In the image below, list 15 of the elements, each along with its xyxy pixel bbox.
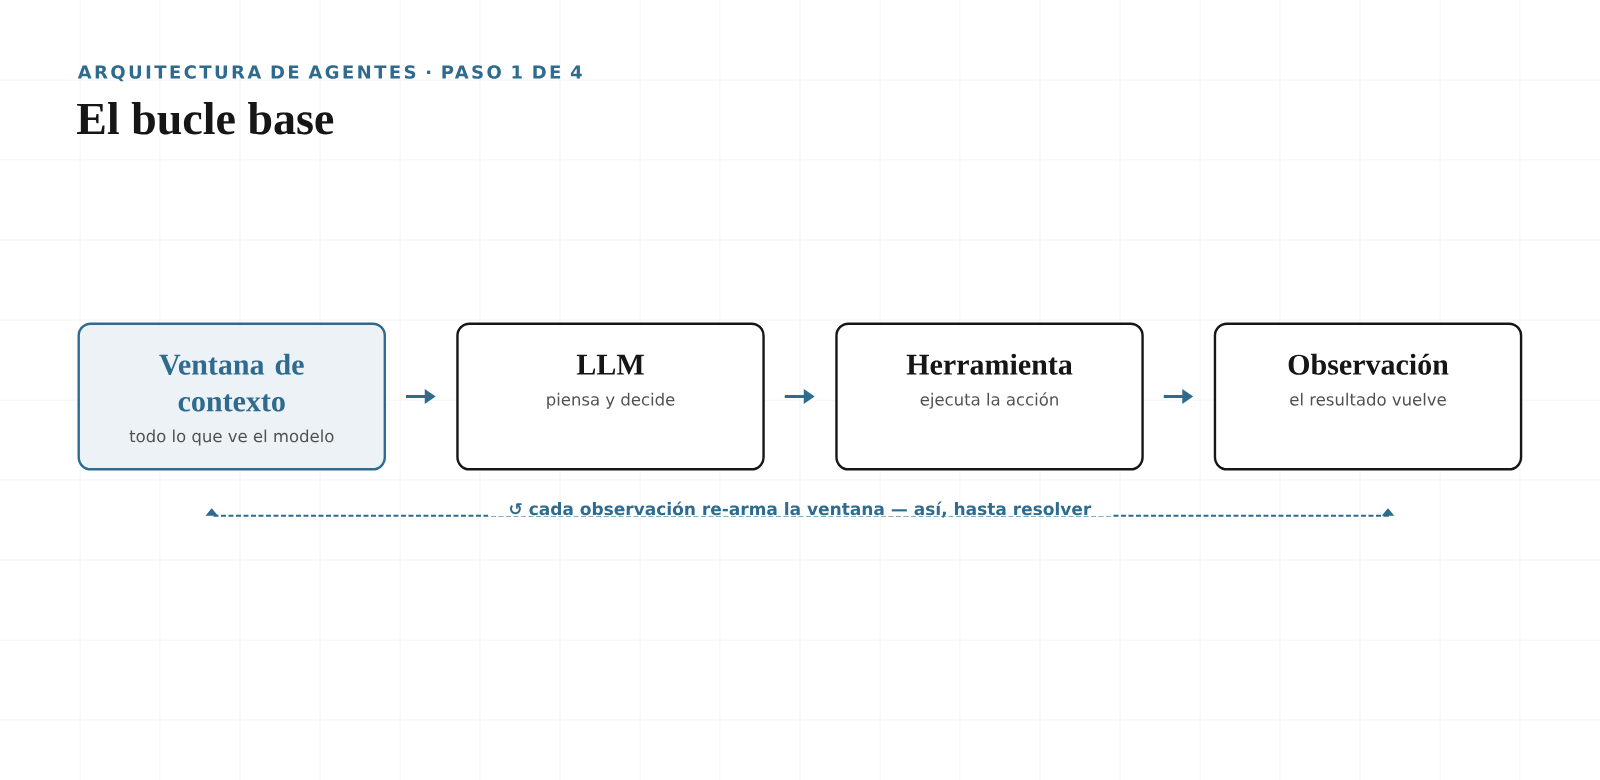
process-box (77, 322, 386, 471)
process-box (1213, 322, 1523, 471)
box-subtitle: todo lo que ve el modelo (129, 429, 334, 446)
box-subtitle: el resultado vuelve (1290, 392, 1446, 406)
box-title: LLM (576, 354, 644, 375)
edge-label: ↺ cada observación re-arma la ventana — así, hasta resolver (510, 501, 1092, 518)
box-title: Observación (1288, 353, 1449, 375)
process-box (835, 322, 1144, 471)
box-title: Herramienta (906, 353, 1073, 375)
box-subtitle: ejecuta la acción (920, 392, 1058, 409)
box-title: Ventana de contexto (159, 353, 304, 412)
section-label: ARQUITECTURA DE AGENTES · PASO 1 DE 4 (77, 65, 582, 82)
diagram-title: El bucle base (77, 102, 334, 135)
box-subtitle: piensa y decide (547, 392, 675, 409)
process-box (456, 322, 765, 471)
